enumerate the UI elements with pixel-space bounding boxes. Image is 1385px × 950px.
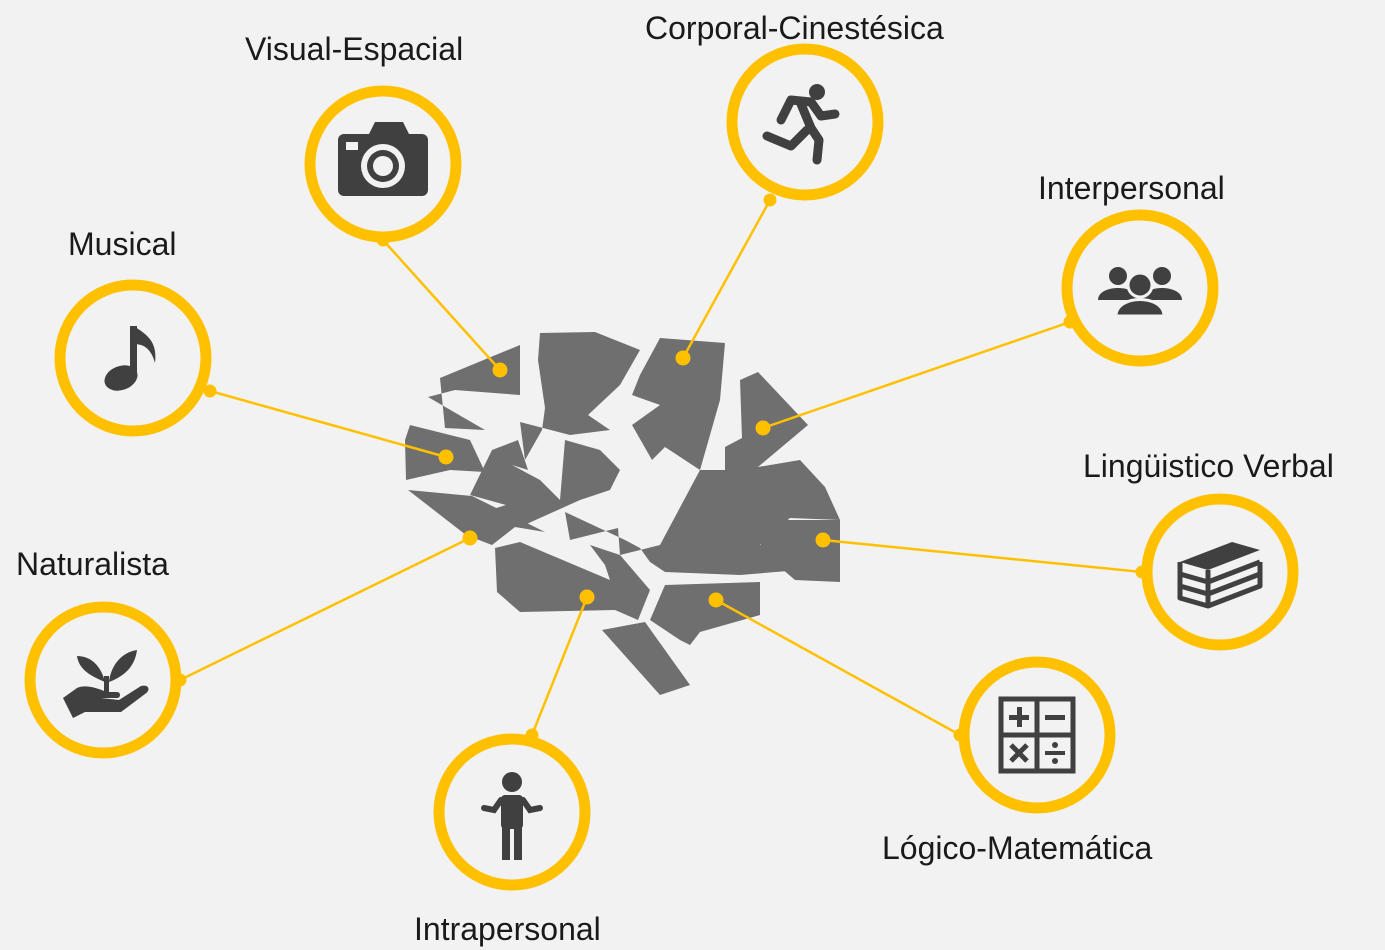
ring-link-dot-corporal	[763, 193, 777, 207]
ring-linguistico	[1141, 493, 1299, 651]
node-logico	[953, 656, 1116, 814]
label-musical: Musical	[68, 226, 177, 262]
group-people-icon	[1098, 267, 1182, 318]
label-naturalista: Naturalista	[16, 546, 169, 582]
connector-line-logico	[715, 598, 961, 737]
node-interpersonal	[1061, 209, 1219, 367]
camera-icon	[338, 122, 428, 196]
node-musical	[54, 279, 217, 437]
node-corporal	[726, 43, 884, 207]
ring-link-dot-linguistico	[1135, 565, 1149, 579]
books-icon	[1177, 542, 1263, 609]
node-naturalista	[24, 601, 187, 759]
connector-line-interpersonal	[762, 320, 1071, 430]
ring-link-dot-musical	[203, 384, 217, 398]
calculator-icon	[998, 696, 1076, 774]
node-intrapersonal	[433, 728, 591, 891]
node-linguistico	[1135, 493, 1299, 651]
brain-anchor-dot-corporal	[675, 350, 691, 366]
label-intrapersonal: Intrapersonal	[414, 911, 601, 947]
ring-link-dot-interpersonal	[1063, 315, 1077, 329]
ring-link-dot-naturalista	[173, 673, 187, 687]
plant-in-hand-icon	[63, 650, 149, 718]
brain-anchor-dot-musical	[438, 449, 454, 465]
connector-line-corporal	[681, 199, 772, 359]
brain-anchor-dot-logico	[708, 592, 724, 608]
ring-link-dot-intrapersonal	[525, 728, 539, 742]
node-visual	[304, 85, 462, 247]
label-visual: Visual-Espacial	[245, 31, 464, 67]
running-person-icon	[762, 84, 840, 165]
ring-link-dot-logico	[953, 728, 967, 742]
label-logico: Lógico-Matemática	[882, 830, 1153, 866]
brain-anchor-dot-naturalista	[462, 530, 478, 546]
label-linguistico: Lingüistico Verbal	[1083, 448, 1334, 484]
brain-anchor-dot-visual	[492, 362, 508, 378]
connector-line-naturalista	[179, 536, 471, 682]
brain-anchor-dot-interpersonal	[755, 420, 771, 436]
connector-line-linguistico	[822, 538, 1143, 574]
brain-anchor-dot-linguistico	[815, 532, 831, 548]
brain-anchor-dot-intrapersonal	[579, 589, 595, 605]
brain-icon	[405, 332, 840, 695]
connector-line-intrapersonal	[530, 596, 589, 736]
connector-line-musical	[209, 389, 447, 459]
label-interpersonal: Interpersonal	[1038, 170, 1225, 206]
person-shrug-icon	[481, 772, 543, 860]
label-corporal: Corporal-Cinestésica	[645, 10, 944, 46]
ring-link-dot-visual	[376, 233, 390, 247]
music-note-icon	[104, 326, 156, 391]
connector-line-visual	[382, 239, 501, 371]
